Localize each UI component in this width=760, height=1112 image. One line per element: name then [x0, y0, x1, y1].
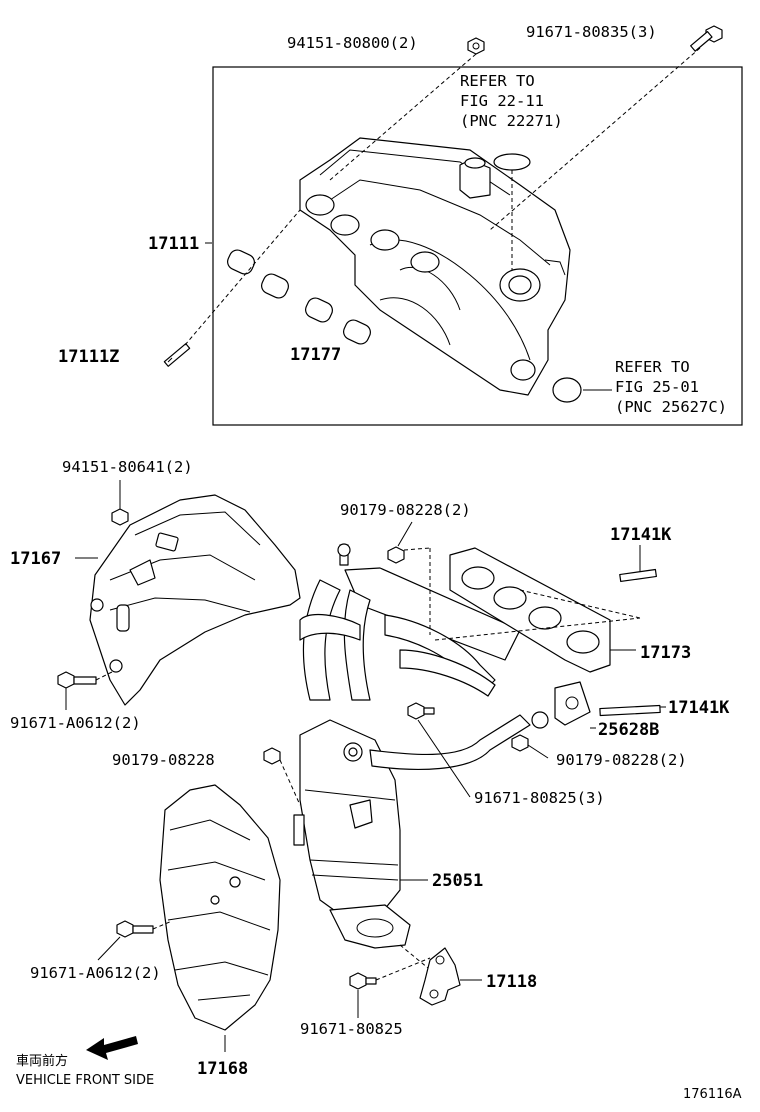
- vehicle-front-label-en: VEHICLE FRONT SIDE: [16, 1073, 154, 1088]
- callout-94151-80641: 94151-80641(2): [62, 458, 193, 476]
- callout-91671-80825-3: 91671-80825(3): [474, 789, 605, 807]
- callout-91671-a0612-top: 91671-A0612(2): [10, 714, 141, 732]
- stud-17141k-right: [599, 704, 661, 717]
- callout-90179-08228-2-right: 90179-08228(2): [556, 751, 687, 769]
- ref2-line1: REFER TO: [615, 358, 690, 376]
- callout-90179-08228-2-top: 90179-08228(2): [340, 501, 471, 519]
- callout-90179-08228: 90179-08228: [112, 751, 215, 769]
- egr-gasket-25628b: [554, 681, 591, 726]
- bolt-91671-a0612-top: [57, 671, 97, 689]
- intake-manifold-17111: [299, 137, 571, 396]
- vehicle-front-label-jp: 車両前方: [16, 1053, 68, 1069]
- heat-insulator-17167: [89, 494, 301, 706]
- vehicle-front-arrow-icon: [86, 1036, 138, 1060]
- callout-17173: 17173: [640, 643, 691, 663]
- callout-17111z: 17111Z: [58, 347, 119, 367]
- callout-91671-a0612-bottom: 91671-A0612(2): [30, 964, 161, 982]
- figure-id: 176116A: [683, 1087, 742, 1102]
- nut-94151-80641: [111, 508, 129, 526]
- callout-17168: 17168: [197, 1059, 248, 1079]
- bolt-91671-80825-3: [407, 702, 435, 720]
- stud-bolt-17111z: [163, 343, 191, 367]
- callout-94151-80800: 94151-80800(2): [287, 34, 418, 52]
- ref2-line3: (PNC 25627C): [615, 398, 727, 416]
- callout-17177: 17177: [290, 345, 341, 365]
- callout-17141k-top: 17141K: [610, 525, 672, 545]
- callout-17111: 17111: [148, 234, 199, 254]
- callout-17141k-right: 17141K: [668, 698, 730, 718]
- callout-91671-80835: 91671-80835(3): [526, 23, 657, 41]
- callout-25051: 25051: [432, 871, 483, 891]
- heat-insulator-17168: [159, 784, 281, 1031]
- ref1-line2: FIG 22-11: [460, 92, 544, 110]
- intake-manifold-frame: [212, 66, 743, 426]
- bolt-91671-80825: [349, 972, 377, 990]
- callout-91671-80825: 91671-80825: [300, 1020, 403, 1038]
- nut-90179-08228-right: [511, 734, 529, 752]
- bracket-17118: [419, 947, 461, 1006]
- callout-25628b: 25628B: [598, 720, 659, 740]
- exhaust-manifold-converter-25051: [293, 543, 549, 949]
- o-ring-25627c: [552, 377, 582, 403]
- stud-17141k-top: [619, 568, 657, 583]
- ref2-line2: FIG 25-01: [615, 378, 699, 396]
- ref1-line1: REFER TO: [460, 72, 535, 90]
- callout-17118: 17118: [486, 972, 537, 992]
- nut-90179-08228: [263, 747, 281, 765]
- bolt-91671-80835: [690, 25, 723, 52]
- o-ring-22271: [493, 153, 531, 171]
- nut-94151-80800: [467, 37, 485, 55]
- callout-17167: 17167: [10, 549, 61, 569]
- nut-90179-08228-top: [387, 546, 405, 564]
- exhaust-gasket-17173: [449, 547, 611, 673]
- ref1-line3: (PNC 22271): [460, 112, 563, 130]
- gasket-set-17177: [227, 249, 371, 345]
- bolt-91671-a0612-bottom: [116, 920, 154, 938]
